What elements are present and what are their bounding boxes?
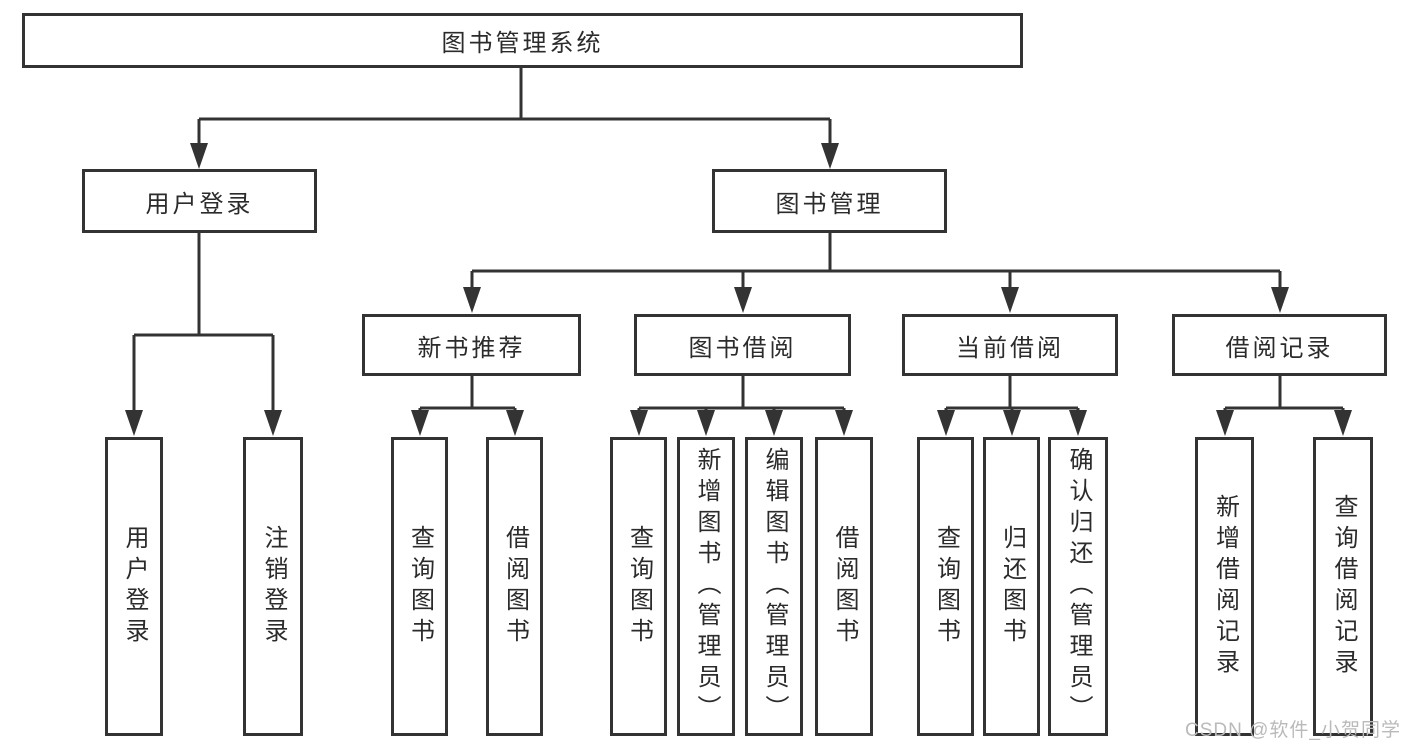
node-current-borrowing: 当前借阅 — [902, 314, 1118, 376]
node-label: 查询借阅记录 — [1330, 493, 1357, 680]
node-book-management: 图书管理 — [712, 169, 947, 233]
node-label: 新增图书（管理员） — [693, 447, 720, 726]
node-label: 注销登录 — [260, 524, 287, 649]
leaf-query-borrow-record: 查询借阅记录 — [1313, 437, 1373, 736]
node-label: 确认归还（管理员） — [1065, 447, 1092, 726]
node-library-management-system: 图书管理系统 — [22, 13, 1023, 68]
node-label: 借阅记录 — [1225, 334, 1334, 362]
connector-segments — [132, 68, 1345, 415]
node-label: 新增借阅记录 — [1211, 493, 1239, 680]
node-book-borrowing: 图书借阅 — [634, 314, 851, 376]
leaf-edit-books-admin: 编辑图书（管理员） — [745, 437, 803, 736]
node-borrowing-records: 借阅记录 — [1172, 314, 1387, 376]
node-label: 归还图书 — [998, 524, 1026, 649]
node-label: 用户登录 — [121, 524, 148, 649]
node-label: 借阅图书 — [831, 524, 858, 649]
leaf-user-login: 用户登录 — [105, 437, 163, 736]
node-label: 查询图书 — [625, 524, 653, 649]
node-user-login: 用户登录 — [82, 169, 317, 233]
node-label: 借阅图书 — [501, 524, 529, 649]
node-label: 图书管理系统 — [441, 30, 604, 57]
leaf-query-books: 查询图书 — [610, 437, 667, 736]
node-label: 当前借阅 — [956, 334, 1064, 362]
node-label: 图书借阅 — [688, 334, 797, 362]
node-new-book-recommendation: 新书推荐 — [362, 314, 581, 376]
connector-arrowheads — [125, 143, 1352, 436]
node-label: 查询图书 — [932, 524, 960, 649]
leaf-borrow-books: 借阅图书 — [486, 437, 543, 736]
node-label: 用户登录 — [145, 190, 254, 218]
leaf-confirm-return-admin: 确认归还（管理员） — [1048, 437, 1108, 736]
node-label: 新书推荐 — [417, 334, 526, 362]
csdn-watermark: CSDN @软件_小贺同学 — [1185, 720, 1401, 741]
node-label: 编辑图书（管理员） — [761, 447, 788, 726]
node-label: 图书管理 — [775, 190, 884, 218]
leaf-query-books: 查询图书 — [917, 437, 974, 736]
leaf-logout: 注销登录 — [243, 437, 303, 736]
leaf-add-borrow-record: 新增借阅记录 — [1195, 437, 1254, 736]
leaf-return-books: 归还图书 — [983, 437, 1040, 736]
node-label: 查询图书 — [406, 524, 434, 649]
leaf-borrow-books: 借阅图书 — [815, 437, 873, 736]
leaf-add-books-admin: 新增图书（管理员） — [677, 437, 735, 736]
leaf-query-books: 查询图书 — [391, 437, 448, 736]
